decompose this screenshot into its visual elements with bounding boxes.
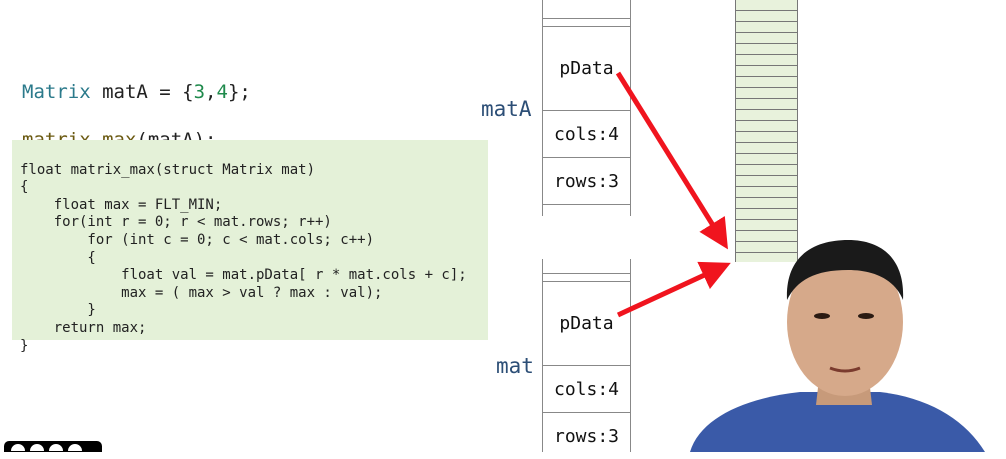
mat-top-cell [543,273,630,281]
presenter-mouth [829,366,861,373]
creative-commons-icon [10,443,26,452]
code-line: float max = FLT_MIN; [20,196,223,213]
code-line: float matrix_max(struct Matrix mat) [20,161,316,178]
noncommercial-icon [48,443,64,452]
mata-pdata-cell: pData [543,26,630,110]
mata-memory-block: pData cols:4 rows:3 [542,0,631,216]
code-line: return max; [20,319,147,336]
presenter-shirt [690,392,985,452]
mata-pdata-arrow [615,71,728,250]
mat-label: mat [496,354,534,378]
mat-pdata-arrow [616,261,731,318]
sharealike-icon [67,443,83,452]
mat-rows-cell: rows:3 [543,412,630,459]
mata-rows-cell: rows:3 [543,157,630,204]
presenter-eye-right [858,313,874,319]
presenter-hair [786,240,904,300]
function-code-block: float matrix_max(struct Matrix mat){ flo… [12,140,488,354]
code-line: max = ( max > val ? max : val); [20,284,383,301]
mat-cols-cell: cols:4 [543,365,630,412]
pdata-array [735,0,798,262]
code-line: } [20,337,29,354]
presenter-head [787,248,903,396]
function-code: float matrix_max(struct Matrix mat){ flo… [20,144,467,390]
mat-memory-block: pData cols:4 rows:3 [542,259,631,452]
code-line: for (int c = 0; c < mat.cols; c++) [20,231,375,248]
mata-label: matA [481,97,532,121]
mata-bottom-cell [543,204,630,216]
code-line: float val = mat.pData[ r * mat.cols + c]… [20,267,467,284]
code-line: { [20,179,29,196]
code-line: { [20,249,96,266]
attribution-icon [29,443,45,452]
mat-pdata-cell: pData [543,281,630,365]
code-line: for(int r = 0; r < mat.rows; r++) [20,214,332,231]
creative-commons-badge [4,441,102,452]
mata-cols-cell: cols:4 [543,110,630,157]
presenter-eye-left [814,313,830,319]
mata-padding-cell [543,18,630,26]
code-line: } [20,302,96,319]
code-line-declaration: Matrix matA = {3,4}; [22,81,251,103]
